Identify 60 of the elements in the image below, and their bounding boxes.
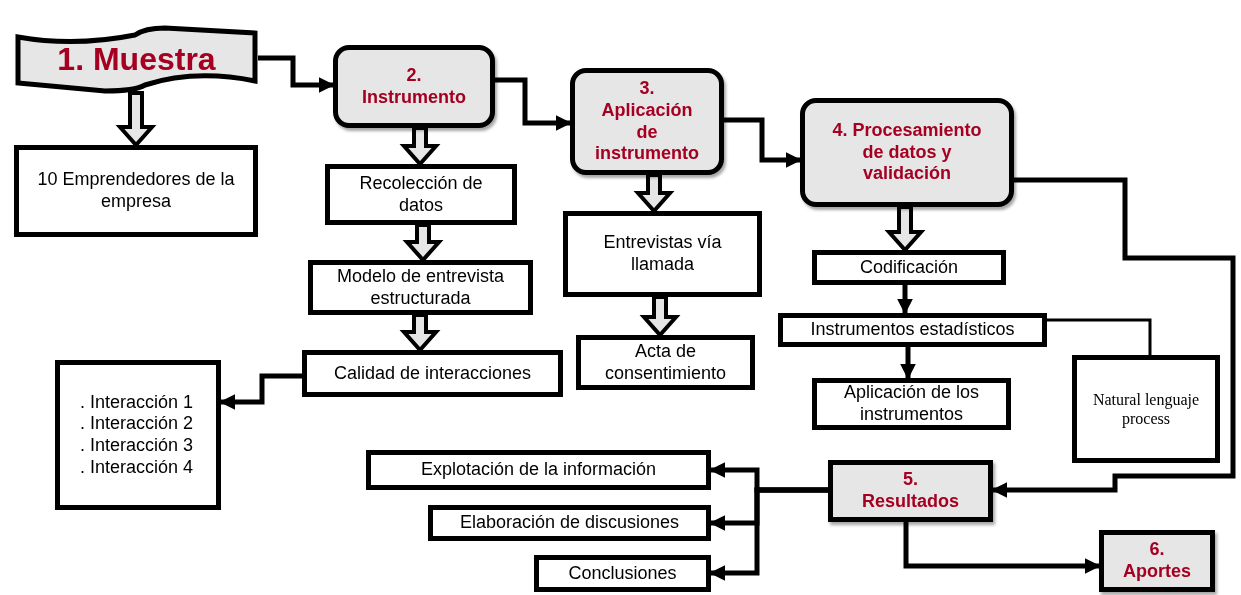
arrow — [897, 285, 913, 315]
text-box — [302, 350, 563, 397]
box-text: Entrevistas vía llamada — [602, 232, 723, 276]
block-arrow — [884, 205, 926, 253]
text-box — [812, 250, 1006, 285]
banner-shape — [15, 25, 258, 93]
arrow — [724, 117, 802, 168]
arrow — [495, 77, 572, 131]
block-arrow — [399, 313, 441, 353]
text-box — [563, 211, 762, 297]
box-text: Conclusiones — [568, 562, 677, 585]
arrow — [991, 177, 1236, 498]
arrow — [900, 347, 916, 380]
text-box — [14, 145, 258, 237]
box-text: Explotación de la información — [420, 459, 657, 481]
list-item: . Interacción 1 — [80, 391, 194, 414]
connector-line — [1047, 318, 1152, 355]
step-box — [800, 98, 1014, 207]
block-arrow — [115, 91, 157, 148]
arrow — [709, 487, 828, 581]
text-box — [812, 378, 1011, 430]
box-text: Natural lenguaje process — [1091, 389, 1201, 429]
step-title: 2. Instrumento — [361, 64, 467, 109]
arrow — [219, 373, 302, 410]
step-box — [828, 460, 993, 522]
text-box — [325, 164, 517, 225]
text-box — [1072, 355, 1220, 463]
step-box — [333, 45, 495, 128]
arrow — [903, 522, 1101, 574]
box-text: 10 Emprendedores de la empresa — [36, 169, 236, 213]
block-arrow — [639, 295, 681, 338]
step-title: 3. Aplicación de instrumento — [594, 78, 700, 165]
block-arrow — [402, 223, 444, 263]
text-box — [428, 505, 711, 541]
step-box — [1099, 530, 1215, 592]
step-title: 1. Muestra — [57, 39, 216, 79]
list-item: . Interacción 3 — [80, 435, 194, 457]
text-box — [55, 360, 221, 510]
list-item: . Interacción 2 — [80, 413, 194, 435]
step-title: 6. Aportes — [1122, 539, 1192, 583]
text-box — [308, 260, 533, 315]
list-item: . Interacción 4 — [80, 456, 194, 479]
block-arrow — [633, 173, 675, 214]
step-title: 4. Procesamiento de datos y validación — [832, 120, 982, 185]
box-text: Recolección de datos — [358, 172, 484, 217]
step-box — [570, 68, 724, 175]
box-text: Aplicación de los instrumentos — [842, 382, 981, 426]
text-box — [366, 450, 711, 490]
box-text: Codificación — [859, 256, 959, 279]
block-arrow — [399, 126, 441, 167]
box-text: Calidad de interacciones — [333, 362, 532, 385]
text-box — [778, 313, 1047, 347]
box-text: Modelo de entrevista estructurada — [335, 265, 506, 310]
box-text: Acta de consentimiento — [603, 340, 728, 385]
box-text: Instrumentos estadísticos — [810, 319, 1015, 341]
box-text: Elaboración de discusiones — [459, 512, 680, 534]
text-box — [576, 335, 755, 390]
step-title: 5. Resultados — [861, 469, 960, 513]
arrow — [258, 55, 335, 93]
text-box — [534, 555, 711, 592]
